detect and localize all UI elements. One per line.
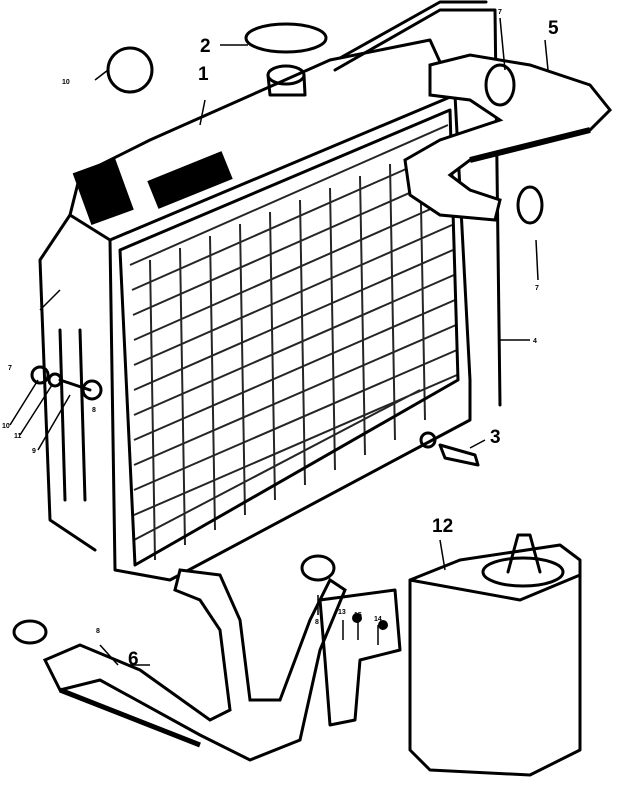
radiator-cap <box>244 22 328 97</box>
callout-12: 12 <box>432 516 453 537</box>
tag <box>106 46 154 94</box>
callout-8-lower-left: 8 <box>96 628 100 635</box>
callout-8-lower-mid: 8 <box>315 619 319 626</box>
bolt-assembly <box>30 365 103 401</box>
expansion-tank <box>408 533 582 777</box>
callout-14: 14 <box>374 616 382 623</box>
callout-9: 9 <box>32 448 36 455</box>
callout-10-nut: 10 <box>2 423 10 430</box>
callout-2: 2 <box>200 36 211 57</box>
callout-10-tag: 10 <box>62 79 70 86</box>
callout-7-left: 7 <box>8 365 12 372</box>
callout-5: 5 <box>548 18 559 39</box>
callout-7-right: 7 <box>535 285 539 292</box>
callout-6: 6 <box>128 649 139 670</box>
callout-4: 4 <box>533 338 537 345</box>
callout-1: 1 <box>198 64 209 85</box>
upper-hose <box>403 53 613 225</box>
callout-13: 13 <box>338 609 346 616</box>
drain-plug <box>419 431 480 467</box>
callout-8-bolt: 8 <box>92 407 96 414</box>
callout-7-top: 7 <box>498 9 502 16</box>
callout-3: 3 <box>490 427 501 448</box>
callout-11: 11 <box>14 433 22 440</box>
callouts: 2 1 5 3 12 6 10 7 7 4 7 10 11 9 8 8 8 13… <box>2 9 559 670</box>
lower-hose <box>12 554 347 762</box>
leader-lines <box>9 17 549 666</box>
radiator <box>38 38 472 582</box>
callout-15: 15 <box>354 612 362 619</box>
bracket <box>318 588 402 727</box>
